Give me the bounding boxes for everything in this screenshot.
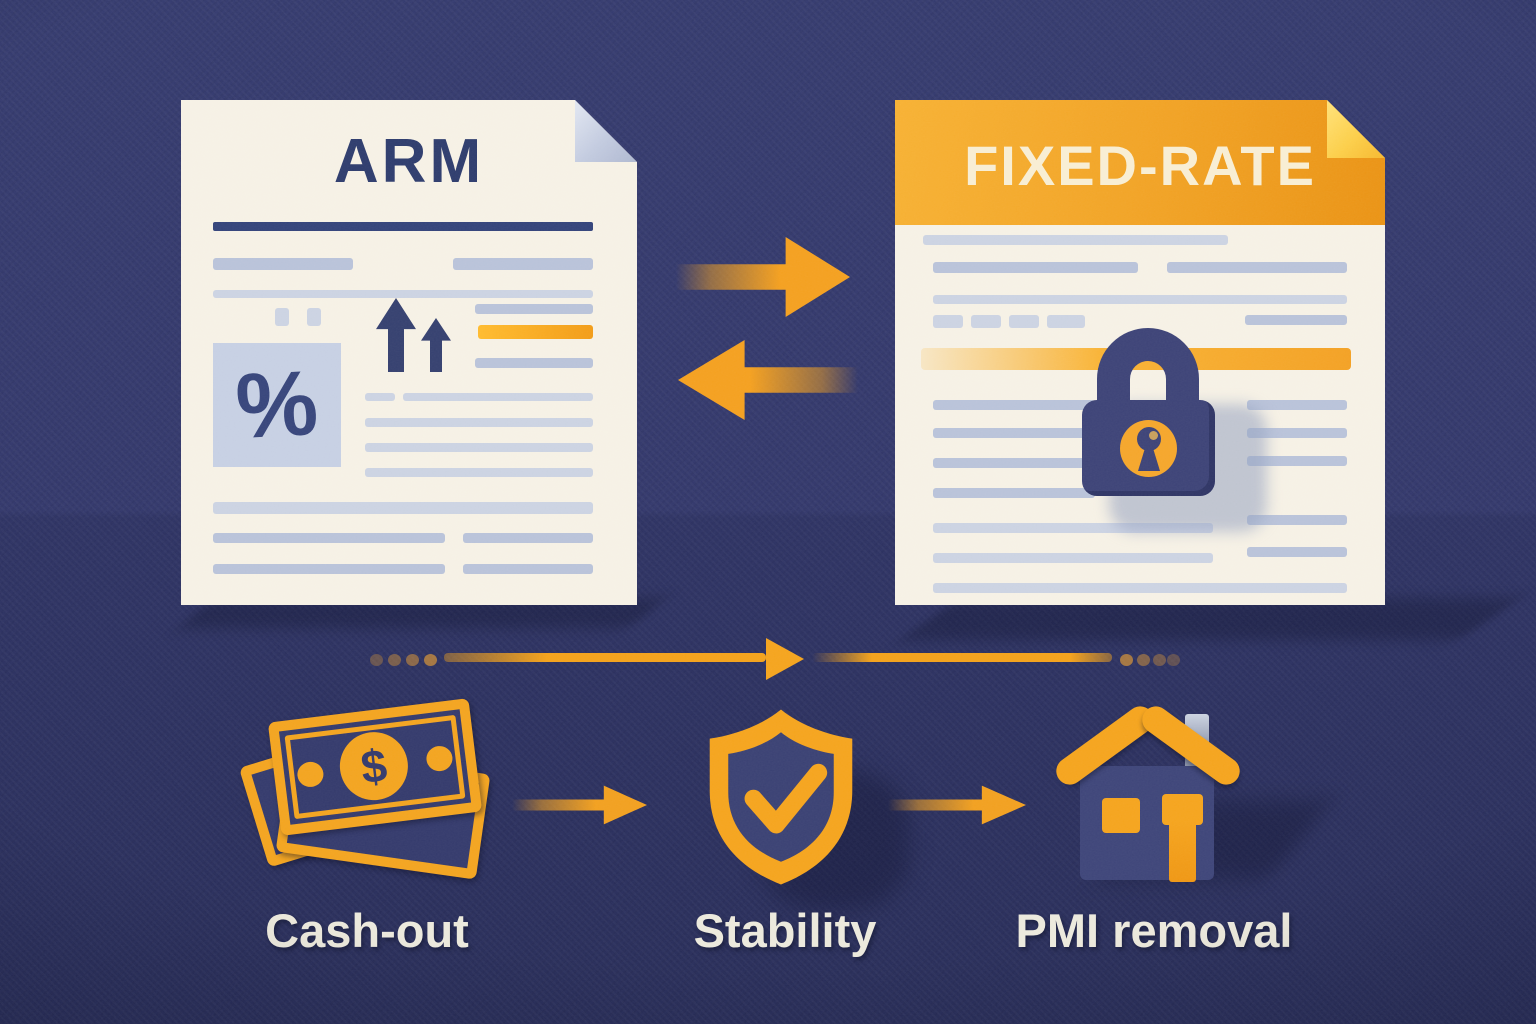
shield-check-icon [700,706,862,888]
title-divider [213,222,593,231]
text-line [403,393,593,401]
quote-mark-block [275,308,289,326]
timeline-line [812,653,1112,662]
timeline-arrowhead [766,638,804,680]
text-block [933,315,963,328]
text-line [213,502,593,514]
lock-icon [1073,328,1267,532]
timeline-dot [1153,654,1166,666]
text-block [1047,315,1085,328]
text-line [1247,400,1347,410]
arm-document: ARM % [181,100,637,605]
lock-keyhole-dial [1120,420,1177,477]
text-line [213,290,593,298]
rate-up-arrow-icon [376,298,416,372]
timeline-dot [1120,654,1133,666]
text-line [213,564,445,574]
fixed-rate-header: FIXED-RATE [895,100,1385,225]
text-line [365,468,593,477]
text-line [365,393,395,401]
timeline-dot [1167,654,1180,666]
text-line [923,235,1228,245]
timeline-dot [370,654,383,666]
percent-symbol: % [233,351,321,458]
text-line [475,304,593,314]
text-line [463,533,593,543]
rate-up-arrow-icon [421,318,451,372]
benefit-label-pmi-removal: PMI removal [1015,904,1293,957]
text-line [213,533,445,543]
timeline-dot [1137,654,1150,666]
text-line [1167,262,1347,273]
benefit-label-cash-out: Cash-out [265,904,469,957]
text-line [933,428,1095,438]
window [1102,798,1140,833]
keyhole-dot [1149,431,1158,440]
timeline-arrow-icon [360,636,1180,682]
dollar-symbol: $ [358,738,390,794]
keyhole-icon [1137,427,1161,451]
timeline-dot [388,654,401,666]
timeline-line [444,653,766,662]
text-block [971,315,1001,328]
door [1169,820,1196,882]
quote-mark-block [307,308,321,326]
timeline-dot [406,654,419,666]
text-line [1245,315,1347,325]
text-line [213,258,353,270]
timeline-dot [424,654,437,666]
text-line [1247,547,1347,557]
percent-icon: % [213,343,341,467]
highlight-line [478,325,593,339]
house-icon [1050,700,1246,885]
text-line [933,295,1347,304]
text-line [463,564,593,574]
keyhole-stem [1138,448,1160,471]
text-line [453,258,593,270]
fixed-rate-title: FIXED-RATE [964,134,1316,197]
arm-title: ARM [333,127,485,196]
text-line [365,418,593,427]
text-line [933,583,1347,593]
text-line [933,488,1095,498]
money-bills-icon: $ [238,698,491,880]
text-line [933,400,1095,410]
benefit-label-stability: Stability [693,904,877,957]
text-block [1009,315,1039,328]
fixed-rate-document: FIXED-RATE [895,100,1385,605]
text-line [933,262,1138,273]
text-line [365,443,593,452]
text-line [475,358,593,368]
text-line [933,553,1213,563]
